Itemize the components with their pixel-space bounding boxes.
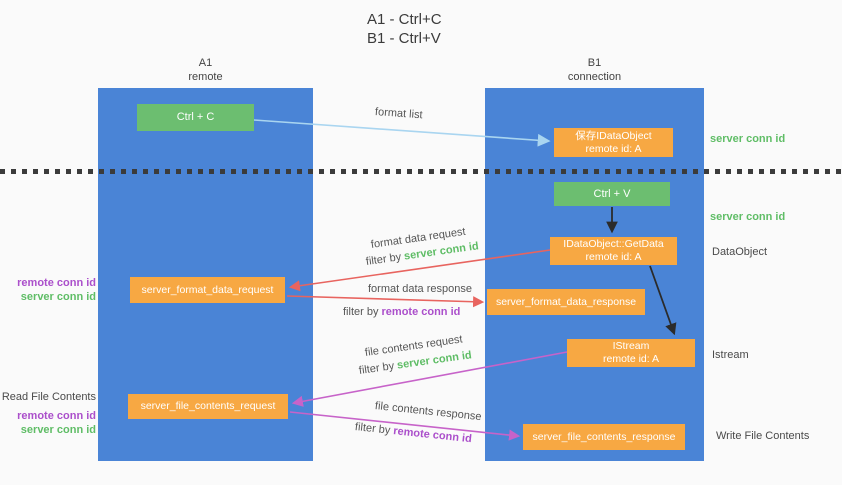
- box-server-file-contents-request: server_file_contents_request: [128, 394, 288, 419]
- right-label-istream: Istream: [712, 349, 749, 361]
- label-filter-by-text: filter by: [354, 421, 394, 437]
- right-label-write-file-contents: Write File Contents: [716, 430, 810, 442]
- box-istream-line2: remote id: A: [602, 353, 660, 365]
- dotted-divider-line: [0, 169, 842, 174]
- box-server-format-data-request-label: server_format_data_request: [141, 283, 274, 296]
- box-server-format-data-response: server_format_data_response: [487, 289, 645, 315]
- title-line-2: B1 - Ctrl+V: [367, 30, 441, 47]
- box-ctrl-v: Ctrl + V: [554, 182, 670, 206]
- box-server-file-contents-response: server_file_contents_response: [523, 424, 685, 450]
- label-filter-by-remote-conn-id-1: filter by remote conn id: [343, 306, 460, 318]
- box-idataobject-getdata: IDataObject::GetData remote id: A: [550, 237, 677, 265]
- label-format-data-response: format data response: [368, 283, 472, 295]
- lane-b-subtitle: connection: [567, 71, 622, 83]
- box-idataobject-getdata-line1: IDataObject::GetData: [563, 238, 664, 250]
- title-line-1: A1 - Ctrl+C: [367, 11, 442, 28]
- lane-a-name: A1: [198, 57, 213, 69]
- box-server-file-contents-request-label: server_file_contents_request: [140, 400, 276, 412]
- box-save-idataobject-line2: remote id: A: [585, 142, 642, 155]
- lane-a-header: A1 remote: [98, 56, 313, 84]
- right-label-server-conn-id-2: server conn id: [710, 211, 786, 223]
- label-remote-conn-id-text: remote conn id: [392, 425, 473, 446]
- left-label-remote-conn-id-1: remote conn id: [17, 277, 96, 289]
- box-server-format-data-request: server_format_data_request: [130, 277, 285, 303]
- label-filter-by-text: filter by: [358, 359, 398, 377]
- box-server-format-data-response-label: server_format_data_response: [495, 295, 637, 308]
- diagram-title: A1 - Ctrl+C B1 - Ctrl+V: [367, 10, 442, 48]
- left-label-read-file-contents: Read File Contents: [1, 391, 96, 403]
- box-ctrl-v-label: Ctrl + V: [593, 187, 631, 200]
- label-filter-by-text: filter by: [343, 306, 382, 318]
- box-istream: IStream remote id: A: [567, 339, 695, 367]
- box-istream-line1: IStream: [612, 340, 650, 352]
- label-remote-conn-id-text: remote conn id: [381, 306, 461, 318]
- label-filter-by-text: filter by: [365, 250, 405, 268]
- format-data-response-arrow: [286, 295, 485, 308]
- left-label-server-conn-id-1: server conn id: [20, 291, 96, 303]
- lane-b-name: B1: [587, 57, 602, 69]
- box-server-file-contents-response-label: server_file_contents_response: [532, 430, 676, 443]
- box-save-idataobject: 保存IDataObject remote id: A: [554, 128, 673, 157]
- lane-b-header: B1 connection: [485, 56, 704, 84]
- box-ctrl-c-label: Ctrl + C: [176, 111, 215, 123]
- left-label-server-conn-id-2: server conn id: [20, 424, 96, 436]
- right-label-dataobject: DataObject: [712, 246, 768, 258]
- label-format-list: format list: [374, 106, 423, 122]
- right-label-server-conn-id-1: server conn id: [710, 133, 786, 145]
- label-file-contents-response: file contents response: [374, 400, 483, 424]
- label-filter-by-remote-conn-id-2: filter by remote conn id: [354, 421, 472, 445]
- lane-a-subtitle: remote: [188, 71, 223, 83]
- box-save-idataobject-line1: 保存IDataObject: [575, 129, 652, 142]
- left-label-remote-conn-id-2: remote conn id: [17, 410, 96, 422]
- box-ctrl-c: Ctrl + C: [137, 104, 254, 131]
- box-idataobject-getdata-line2: remote id: A: [585, 251, 642, 263]
